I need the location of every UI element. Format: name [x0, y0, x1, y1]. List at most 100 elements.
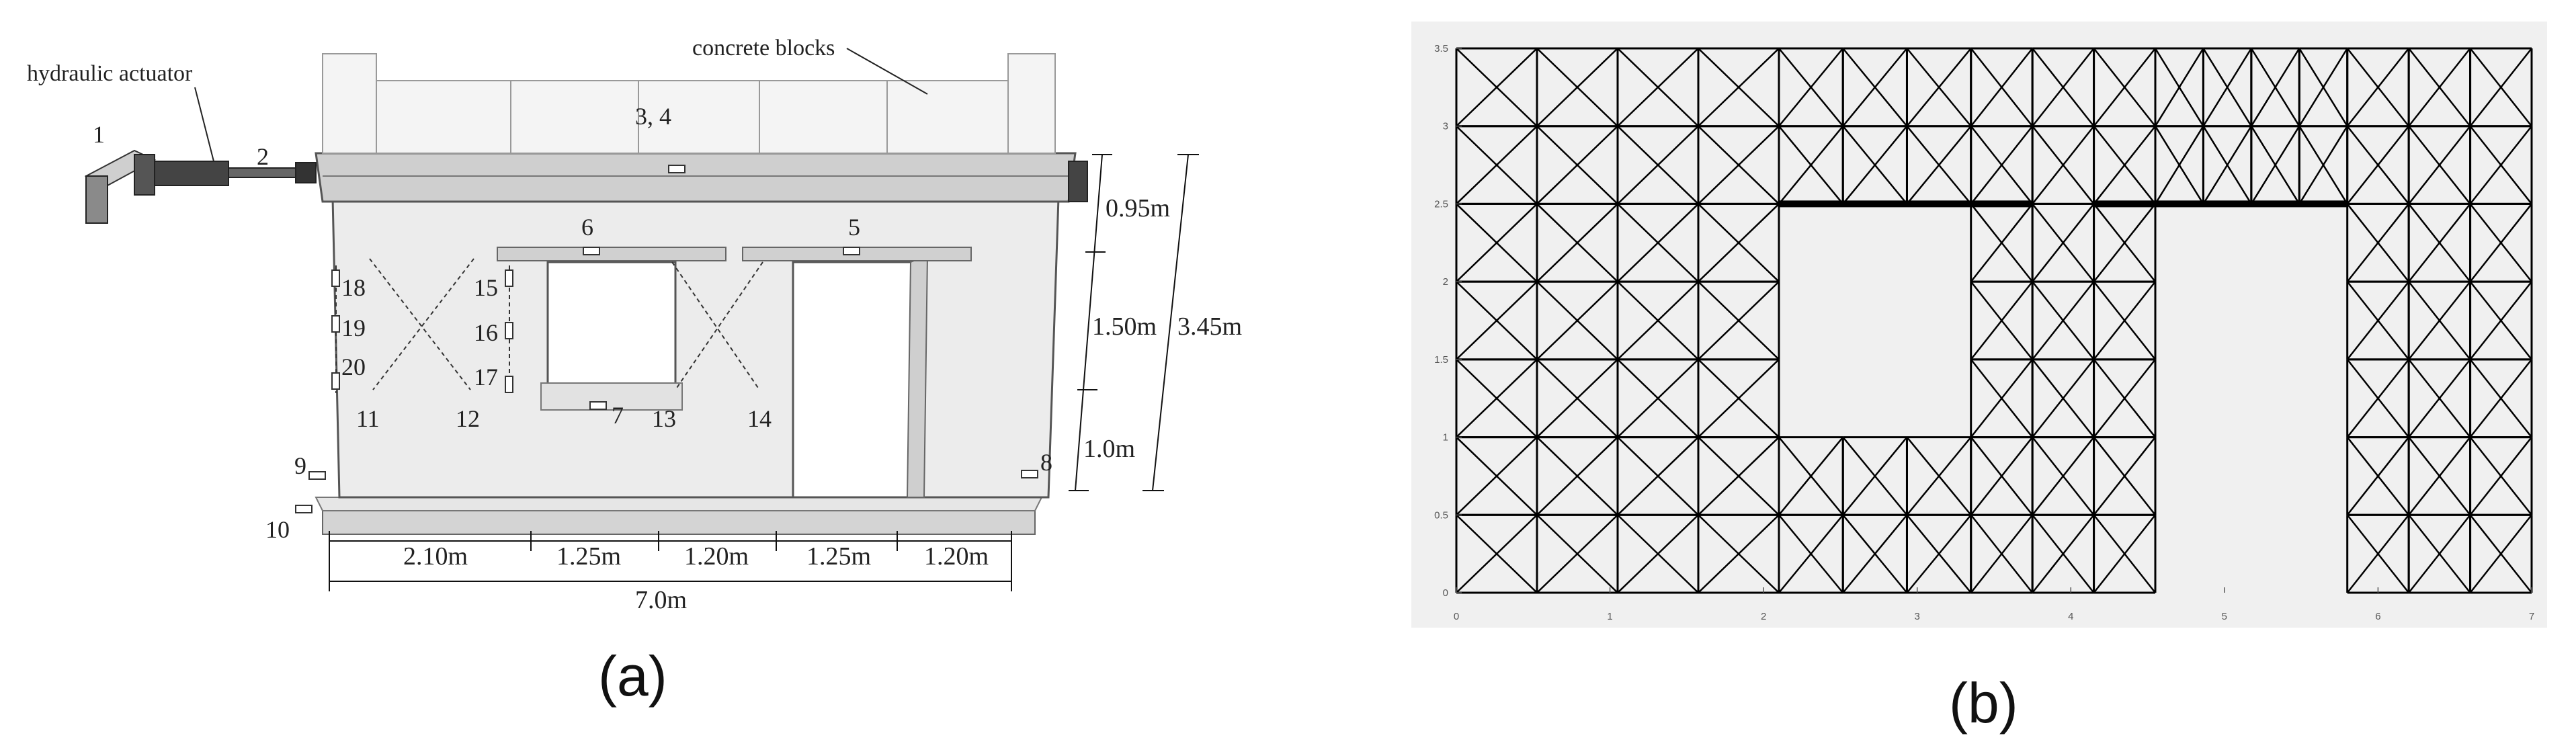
truss-diagonal — [1906, 436, 1972, 516]
horizontal-dimensions — [329, 531, 1012, 591]
truss-diagonal — [1970, 436, 2034, 516]
x-tick-label: 5 — [2222, 611, 2227, 622]
masonry-wall — [331, 197, 1060, 499]
truss-diagonal — [1617, 203, 1699, 283]
label-15: 15 — [474, 274, 498, 301]
door-opening — [792, 261, 922, 499]
truss-mesh — [1455, 47, 2533, 594]
dim-1-25m-b: 1.25m — [806, 542, 871, 571]
truss-diagonal — [1698, 514, 1780, 593]
dim-1-25m-a: 1.25m — [556, 542, 621, 571]
label-11: 11 — [356, 405, 380, 432]
truss-diagonal — [2469, 48, 2532, 127]
truss-diagonal — [1456, 125, 1538, 205]
truss-diagonal — [2093, 203, 2156, 282]
truss-diagonal — [2202, 48, 2252, 127]
y-tick-label: 0 — [1443, 587, 1448, 599]
truss-diagonal — [1906, 514, 1972, 593]
truss-diagonal — [2469, 436, 2532, 516]
y-tick-label: 0.5 — [1434, 509, 1448, 521]
x-tick-label: 3 — [1915, 611, 1920, 622]
dim-2-10m: 2.10m — [403, 542, 468, 571]
truss-diagonal — [2298, 126, 2348, 205]
truss-diagonal — [1970, 359, 2034, 438]
truss-diagonal — [2250, 48, 2300, 127]
truss-diagonal — [2408, 203, 2471, 282]
label-5: 5 — [848, 214, 860, 241]
dim-1-20m-b: 1.20m — [924, 542, 989, 571]
label-hydraulic-actuator: hydraulic actuator — [27, 61, 193, 86]
truss-diagonal — [1970, 125, 2034, 205]
truss-diagonal — [2408, 514, 2471, 593]
truss-diagonal — [1970, 203, 2034, 282]
truss-diagonal — [2346, 514, 2410, 593]
vertical-dimensions — [1069, 154, 1199, 491]
truss-diagonal — [1536, 281, 1618, 360]
concrete-blocks — [322, 53, 1056, 154]
truss-diagonal — [1617, 436, 1699, 516]
truss-diagonal — [2469, 359, 2532, 438]
truss-diagonal — [2408, 436, 2471, 516]
truss-diagonal — [2346, 203, 2410, 282]
label-2: 2 — [257, 143, 269, 170]
truss-diagonal — [1842, 125, 1908, 205]
truss-diagonal — [1536, 514, 1618, 593]
y-axis-ticks: 00.511.522.533.5 — [1434, 43, 1462, 599]
truss-diagonal — [1842, 514, 1908, 593]
truss-diagonal — [1698, 436, 1780, 516]
label-6: 6 — [581, 214, 593, 241]
truss-diagonal — [2250, 126, 2300, 205]
truss-diagonal — [2032, 436, 2095, 516]
truss-diagonal — [1970, 48, 2034, 127]
x-tick-label: 0 — [1454, 611, 1459, 622]
label-8: 8 — [1040, 449, 1052, 476]
truss-diagonal — [2469, 203, 2532, 282]
dim-0-95m: 0.95m — [1106, 194, 1170, 222]
top-beam — [315, 152, 1077, 203]
lintel-1 — [497, 247, 726, 261]
truss-diagonal — [1456, 514, 1538, 593]
truss-diagonal — [2408, 48, 2471, 127]
window-sill — [540, 382, 683, 411]
truss-diagonal — [1536, 48, 1618, 127]
truss-diagonal — [2093, 514, 2156, 593]
truss-diagonal — [2032, 281, 2095, 360]
truss-diagonal — [2093, 359, 2156, 438]
truss-diagonal — [1970, 514, 2034, 593]
truss-diagonal — [2202, 126, 2252, 205]
truss-diagonal — [1536, 436, 1618, 516]
diagonal-lvdts — [335, 258, 763, 393]
x-tick-label: 1 — [1607, 611, 1612, 622]
truss-diagonal — [1536, 125, 1618, 205]
truss-diagonal — [2346, 48, 2410, 127]
dim-3-45m: 3.45m — [1177, 312, 1242, 341]
truss-diagonal — [1842, 436, 1908, 516]
label-13: 13 — [652, 405, 676, 432]
truss-diagonal — [2469, 281, 2532, 360]
truss-diagonal — [1778, 125, 1844, 205]
label-16: 16 — [474, 319, 498, 346]
label-12: 12 — [456, 405, 480, 432]
panel-a-caption: (a) — [598, 644, 667, 708]
truss-diagonal — [1617, 358, 1699, 438]
truss-diagonal — [1698, 203, 1780, 283]
truss-diagonal — [1456, 281, 1538, 360]
truss-diagonal — [2032, 514, 2095, 593]
truss-diagonal — [2032, 203, 2095, 282]
y-tick-label: 2 — [1443, 276, 1448, 288]
truss-diagonal — [1778, 48, 1844, 127]
truss-diagonal — [2346, 125, 2410, 205]
truss-diagonal — [2093, 48, 2156, 127]
hydraulic-actuator — [84, 149, 1088, 224]
truss-diagonal — [1536, 358, 1618, 438]
truss-diagonal — [2408, 359, 2471, 438]
panel-b-caption: (b) — [1949, 671, 2018, 735]
foundation-slab — [322, 510, 1036, 535]
label-9: 9 — [294, 452, 306, 479]
truss-diagonal — [2093, 125, 2156, 205]
x-tick-label: 4 — [2068, 611, 2073, 622]
window-opening — [546, 261, 677, 388]
dim-1-0m: 1.0m — [1083, 435, 1135, 463]
